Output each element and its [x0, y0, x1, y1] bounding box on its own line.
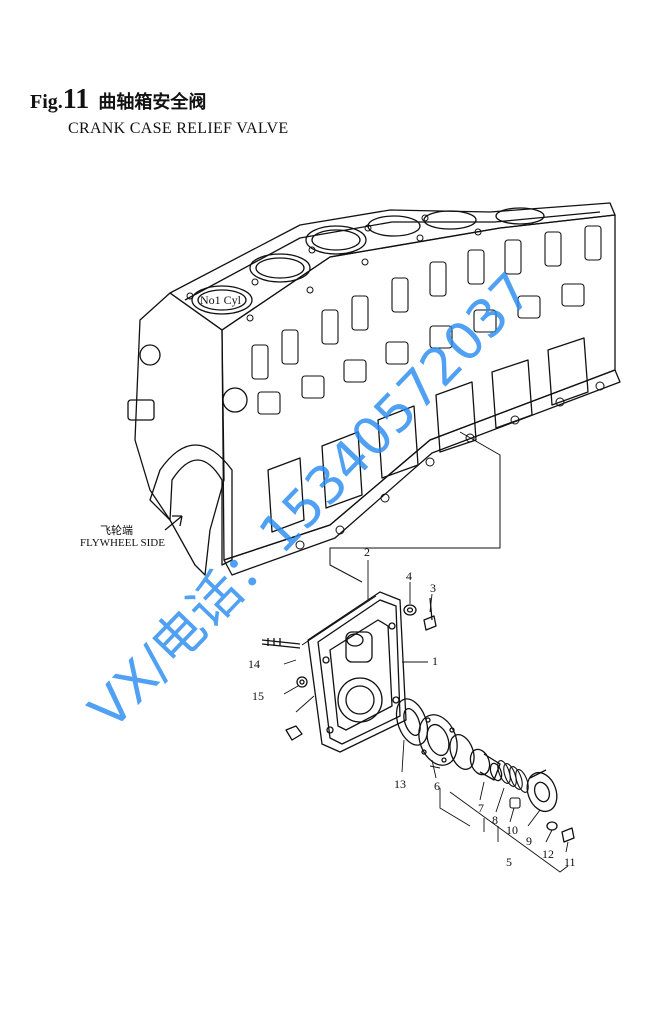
flywheel-side-en: FLYWHEEL SIDE	[80, 537, 165, 549]
figure-label: Fig.	[30, 91, 63, 113]
figure-number: 11	[62, 84, 90, 115]
stud-and-nut	[261, 638, 308, 741]
figure-title-en: CRANK CASE RELIEF VALVE	[68, 120, 289, 137]
callout-13: 13	[394, 777, 406, 791]
valve-cap	[526, 769, 558, 813]
crankcase-openings	[267, 337, 589, 533]
callout-15: 15	[252, 689, 264, 703]
callout-9: 9	[526, 834, 532, 848]
callout-3: 3	[430, 581, 436, 595]
callout-1: 1	[432, 654, 438, 668]
valve-disc	[469, 748, 503, 782]
callout-12: 12	[542, 847, 554, 861]
callout-8: 8	[492, 813, 498, 827]
callout-11: 11	[564, 855, 576, 869]
callout-14: 14	[248, 657, 260, 671]
callout-5: 5	[506, 855, 512, 869]
figure-title: Fig.11 曲轴箱安全阀	[30, 84, 206, 116]
washer-and-bolt	[403, 597, 437, 631]
flywheel-side-cn: 飞轮端	[100, 523, 133, 537]
engine-block	[127, 202, 621, 576]
relief-valve-cover	[307, 591, 407, 753]
callout-2: 2	[364, 545, 370, 559]
side-wall-ports	[251, 225, 602, 415]
figure-title-cn: 曲轴箱安全阀	[98, 92, 207, 113]
callout-10: 10	[506, 823, 518, 837]
cylinder-bores	[191, 207, 545, 315]
flywheel-arrow-icon	[164, 515, 183, 531]
callout-4: 4	[406, 569, 412, 583]
callout-7: 7	[478, 801, 484, 815]
gasket-part	[301, 595, 377, 646]
cylinder-label: No1 Cyl	[200, 293, 242, 307]
o-ring	[449, 734, 475, 770]
callout-6: 6	[434, 779, 440, 793]
valve-spring	[497, 760, 529, 809]
contact-watermark: VX/电话：15340572037	[78, 262, 544, 741]
valve-seat-ring	[418, 714, 458, 766]
